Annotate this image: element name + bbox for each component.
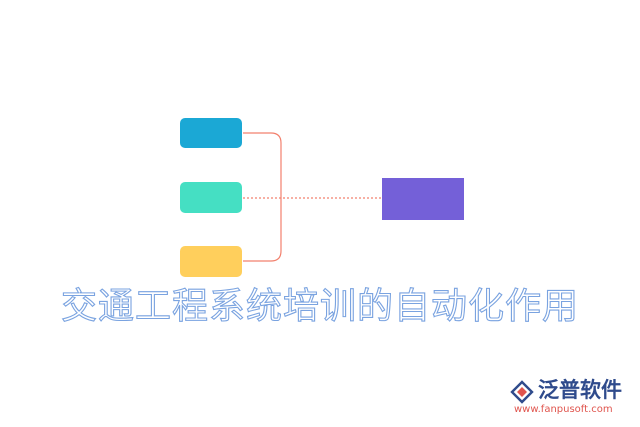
branch-node-1 <box>180 118 242 148</box>
bracket-connector <box>243 132 282 262</box>
brand-logo-icon <box>510 380 534 404</box>
branch-node-2 <box>180 182 242 213</box>
diagram-title: 交通工程系统培训的自动化作用 <box>60 285 579 327</box>
brand-watermark: 泛普软件 www.fanpusoft.com <box>508 376 634 422</box>
brand-name: 泛普软件 <box>538 378 622 402</box>
brand-url: www.fanpusoft.com <box>514 404 613 415</box>
central-node <box>382 178 464 220</box>
branch-node-3 <box>180 246 242 277</box>
